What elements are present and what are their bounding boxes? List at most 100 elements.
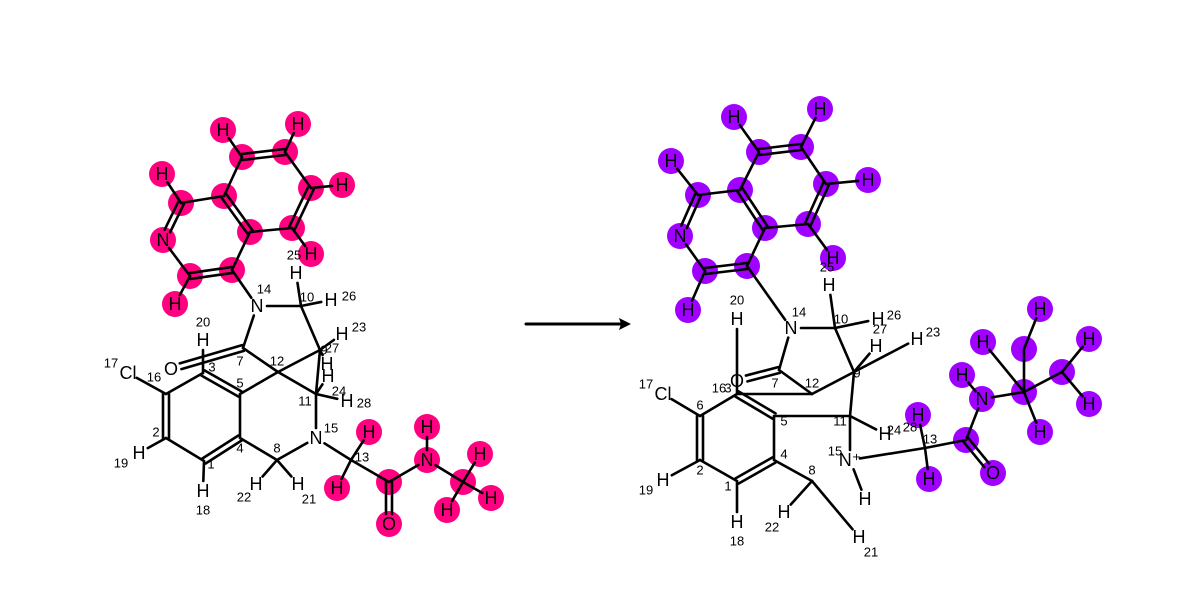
double-bond-line xyxy=(746,371,782,383)
atom-highlight xyxy=(149,161,175,187)
atom-label: H xyxy=(331,478,344,498)
atom-label: H xyxy=(197,330,210,350)
atom-index-number: 1 xyxy=(724,479,731,494)
double-bond-line xyxy=(685,194,703,230)
single-bond-line xyxy=(988,348,1026,394)
atom-label: H xyxy=(879,424,892,444)
single-bond-line xyxy=(238,436,279,462)
single-bond-line xyxy=(967,381,977,393)
single-bond-line xyxy=(283,131,296,154)
atom-label: H xyxy=(169,294,182,314)
atom-index-number: 16 xyxy=(712,381,726,396)
single-bond-line xyxy=(1022,370,1064,394)
atom-highlight xyxy=(1027,296,1053,322)
atom-label: H xyxy=(870,336,883,356)
atom-index-number: 12 xyxy=(270,354,284,369)
atom-label: N xyxy=(785,318,798,338)
atom-label: N xyxy=(310,428,323,448)
atom-index-number: 19 xyxy=(639,483,653,498)
atom-index-number: 16 xyxy=(147,370,161,385)
atom-label: H xyxy=(1034,422,1047,442)
single-bond-line xyxy=(434,463,465,484)
single-bond-line xyxy=(1022,390,1038,425)
double-bond-line xyxy=(803,181,825,225)
single-bond-line xyxy=(167,246,192,278)
single-bond-line xyxy=(290,226,307,248)
atom-label: H xyxy=(341,391,354,411)
atom-index-number: 3 xyxy=(724,381,731,396)
atom-label: H xyxy=(290,263,303,283)
double-bond-line xyxy=(962,440,986,469)
double-bond-line xyxy=(203,369,243,393)
single-bond-line xyxy=(387,463,420,484)
single-bond-line xyxy=(450,480,465,503)
atom-index-number: 9 xyxy=(320,343,327,358)
single-bond-line xyxy=(222,155,244,198)
double-bond-line xyxy=(204,439,243,465)
atom-index-number: 4 xyxy=(236,441,243,456)
atom-index-number: 20 xyxy=(730,293,744,308)
atom-index-number: 26 xyxy=(887,308,901,323)
atom-label: H xyxy=(823,275,836,295)
atom-highlight xyxy=(820,245,846,271)
double-bond-line xyxy=(241,153,287,162)
single-bond-line xyxy=(299,304,322,352)
atom-index-number: 11 xyxy=(833,414,847,429)
atom-label: H xyxy=(872,309,885,329)
single-bond-line xyxy=(670,458,702,477)
single-bond-line xyxy=(1022,316,1038,351)
single-bond-line xyxy=(738,123,761,154)
single-bond-line xyxy=(964,407,980,442)
single-bond-line xyxy=(202,459,206,483)
atom-index-number: 14 xyxy=(257,282,271,297)
atom-index-number: 21 xyxy=(864,545,878,560)
single-bond-line xyxy=(299,300,323,308)
single-bond-line xyxy=(283,150,313,190)
atom-label: H xyxy=(292,474,305,494)
atom-label: H xyxy=(778,502,791,522)
atom-label: H xyxy=(731,512,744,532)
single-bond-line xyxy=(309,184,334,190)
single-bond-line xyxy=(318,348,324,357)
single-bond-line xyxy=(923,446,930,471)
atom-label: H xyxy=(336,175,349,195)
single-bond-line xyxy=(763,222,810,230)
atom-label: H xyxy=(421,417,434,437)
single-bond-line xyxy=(738,150,761,192)
single-bond-line xyxy=(799,116,817,149)
single-bond-line xyxy=(670,397,702,418)
single-bond-line xyxy=(276,348,322,374)
atom-label: O xyxy=(986,463,1000,483)
atom-label: H xyxy=(1083,329,1096,349)
atom-highlight xyxy=(414,447,440,473)
atom-index-number: 28 xyxy=(903,420,917,435)
atom-index-number: 4 xyxy=(780,447,787,462)
atom-index-number: 24 xyxy=(332,384,346,399)
double-bond-line xyxy=(163,200,180,231)
single-bond-line xyxy=(806,222,829,252)
atom-index-number: 23 xyxy=(352,320,366,335)
atom-highlight xyxy=(855,167,881,193)
single-bond-line xyxy=(275,441,309,462)
single-bond-line xyxy=(461,461,477,484)
single-bond-line xyxy=(349,458,391,484)
atom-highlight xyxy=(658,148,684,174)
double-bond-line xyxy=(758,148,803,157)
atom-label: H xyxy=(911,329,924,349)
double-bond-line xyxy=(703,261,748,270)
atom-label: N xyxy=(421,450,434,470)
atom-label: H xyxy=(665,151,678,171)
single-bond-line xyxy=(238,370,280,396)
atom-highlight xyxy=(807,96,833,122)
double-bond-line xyxy=(287,185,310,229)
atom-highlight xyxy=(905,402,931,428)
double-bond-line xyxy=(967,436,991,465)
atom-index-number: 14 xyxy=(792,305,806,320)
atom-index-number: 12 xyxy=(805,376,819,391)
single-bond-line xyxy=(276,370,318,396)
atom-label: H xyxy=(859,489,872,509)
atom-index-number: 23 xyxy=(926,325,940,340)
atom-label: Cl xyxy=(120,363,137,383)
atom-index-number: 18 xyxy=(730,534,744,549)
right-arrow-icon xyxy=(524,318,631,330)
